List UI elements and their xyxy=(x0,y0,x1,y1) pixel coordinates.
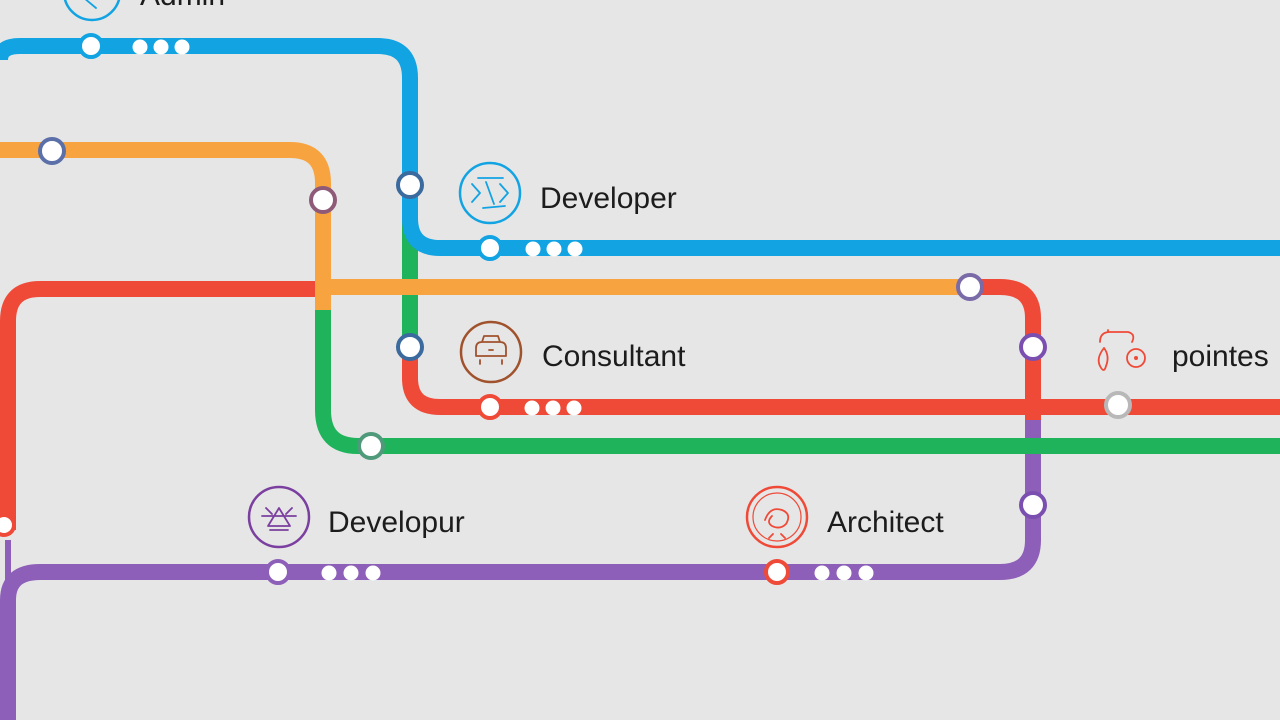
red-route-lower xyxy=(402,345,1280,415)
dots-purple-architect xyxy=(814,565,874,581)
station-purple-architect[interactable] xyxy=(764,559,790,585)
route-lines xyxy=(0,38,1280,720)
pointes-emblem xyxy=(1097,329,1146,371)
architect-icon xyxy=(745,485,809,549)
label-pointes: pointes xyxy=(1172,340,1269,373)
code-icon xyxy=(458,161,522,225)
purple-route xyxy=(0,420,1041,720)
label-architect: Architect xyxy=(827,506,944,539)
station-green-vertical[interactable] xyxy=(396,333,424,361)
bug-icon xyxy=(247,485,311,549)
label-admin: Admin xyxy=(140,0,225,12)
green-route xyxy=(315,310,1280,454)
station-labels: Admin Developer Consultant Developur Arc… xyxy=(140,0,1269,539)
station-purple-right[interactable] xyxy=(1019,491,1047,519)
dots-red-consultant xyxy=(524,400,582,416)
dots-blue-developer xyxy=(525,241,583,257)
station-red-pointes[interactable] xyxy=(1104,391,1132,419)
station-green-bottom[interactable] xyxy=(357,432,385,460)
stations xyxy=(0,33,1132,585)
admin-emblem xyxy=(63,0,121,22)
dots-purple-developur xyxy=(321,565,381,581)
orange-route xyxy=(0,142,331,310)
station-red-consultant[interactable] xyxy=(477,394,503,420)
station-orange-left[interactable] xyxy=(38,137,66,165)
red-route-right xyxy=(970,279,1041,420)
station-blue-top[interactable] xyxy=(78,33,104,59)
architect-emblem xyxy=(745,485,809,549)
station-red-right[interactable] xyxy=(1019,333,1047,361)
station-blue-developer[interactable] xyxy=(477,235,503,261)
consultant-emblem xyxy=(459,320,523,384)
developur-emblem xyxy=(247,485,311,549)
pointer-icon xyxy=(1097,329,1146,371)
station-red-left[interactable] xyxy=(0,513,16,537)
station-purple-developur[interactable] xyxy=(265,559,291,585)
label-consultant: Consultant xyxy=(542,340,686,373)
station-orange-turn[interactable] xyxy=(309,186,337,214)
consultant-icon xyxy=(459,320,523,384)
admin-icon xyxy=(63,0,121,22)
developer-emblem xyxy=(458,161,522,225)
blue-route xyxy=(0,38,1280,256)
dot-clusters xyxy=(132,39,874,581)
station-orange-right[interactable] xyxy=(956,273,984,301)
red-route-upper xyxy=(0,281,330,530)
dots-blue-top xyxy=(132,39,190,55)
label-developur: Developur xyxy=(328,506,465,539)
station-blue-vertical[interactable] xyxy=(396,171,424,199)
label-developer: Developer xyxy=(540,182,677,215)
